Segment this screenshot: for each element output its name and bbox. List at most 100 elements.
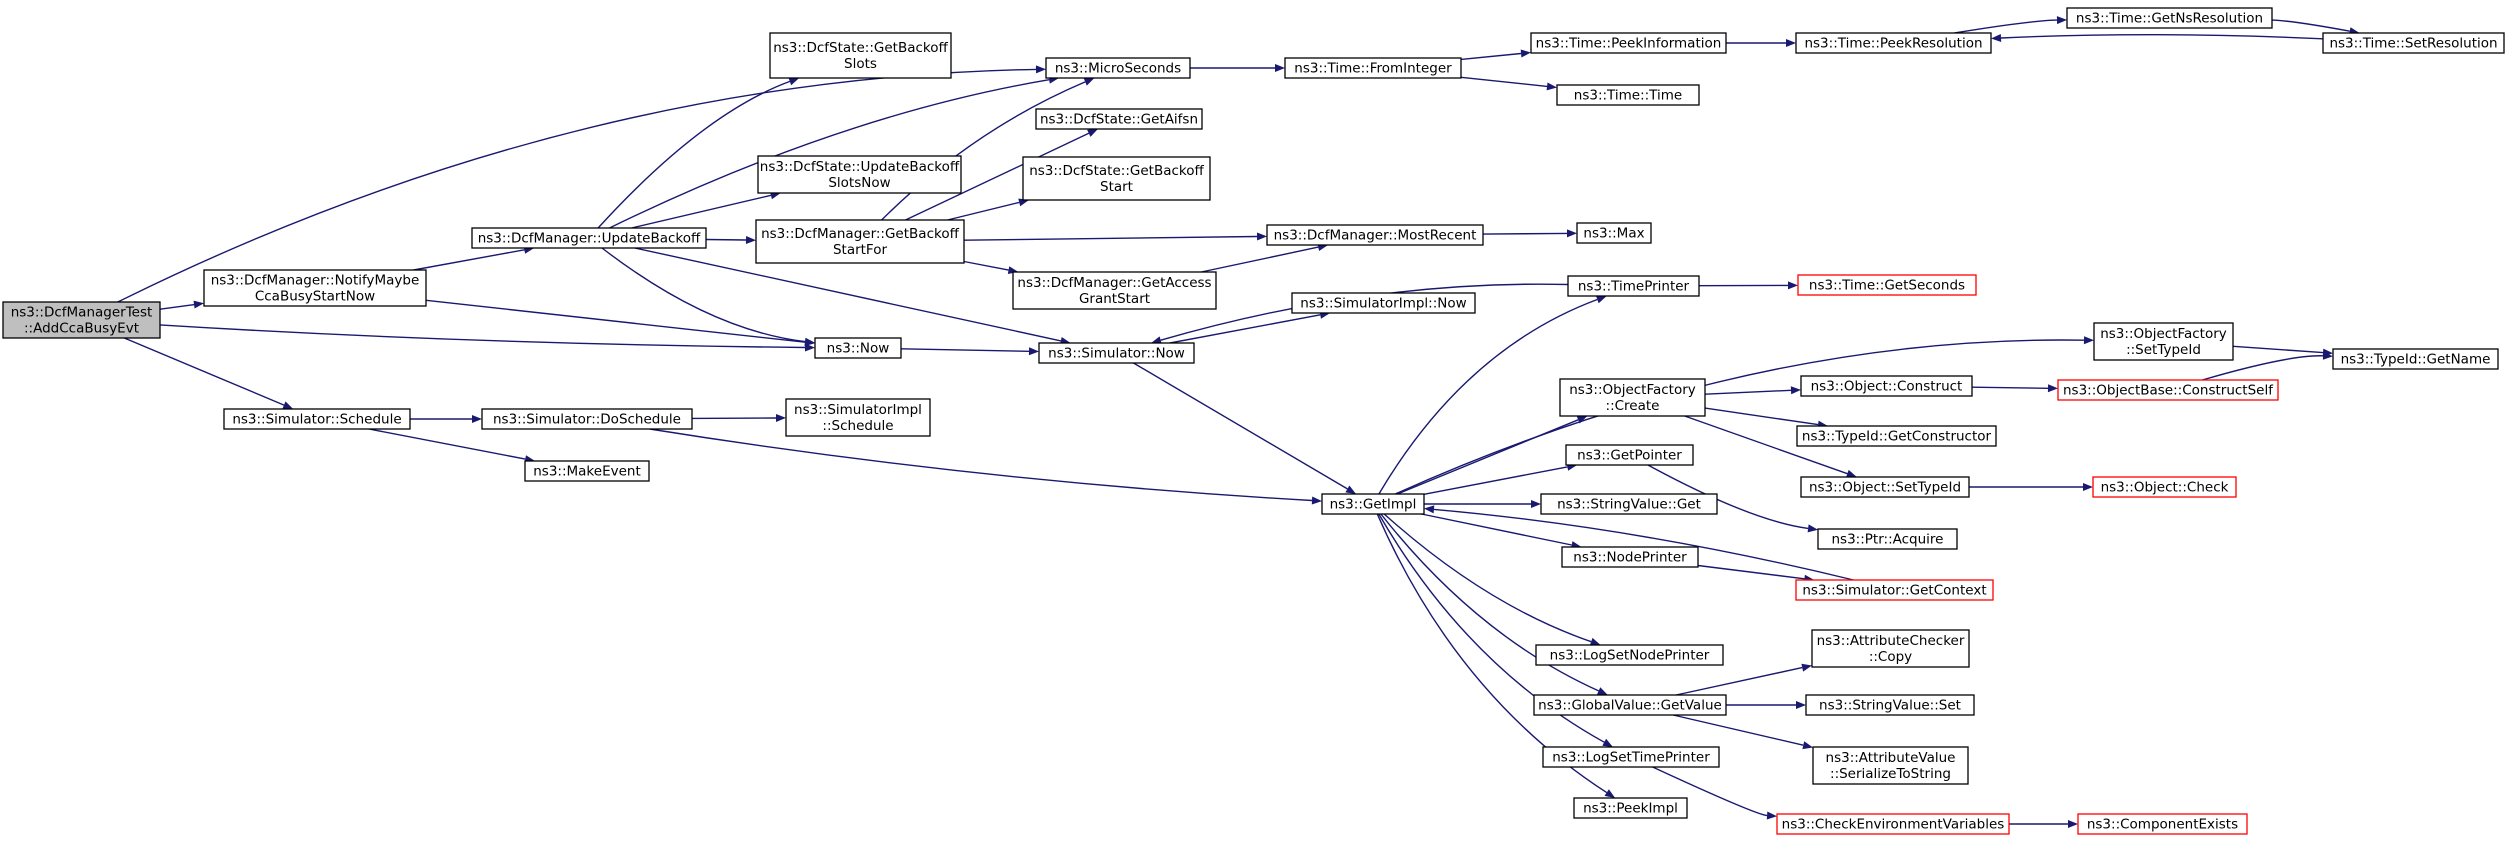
node-logtimeprinter[interactable]: ns3::LogSetTimePrinter [1542, 746, 1720, 768]
arrowhead-icon [2056, 16, 2067, 25]
call-edge-dosched-to-implsched [691, 414, 786, 422]
node-strset[interactable]: ns3::StringValue::Set [1805, 694, 1975, 716]
node-timetime[interactable]: ns3::Time::Time [1556, 84, 1700, 106]
node-setres[interactable]: ns3::Time::SetResolution [2322, 32, 2505, 54]
node-label: ::AddCcaBusyEvt [24, 321, 139, 337]
node-peekinfo[interactable]: ns3::Time::PeekInformation [1530, 32, 1727, 54]
node-label: ns3::DcfManager::MostRecent [1274, 228, 1477, 244]
node-objcheck[interactable]: ns3::Object::Check [2092, 476, 2237, 498]
call-edge-ofcreate-to-objsettype [1684, 415, 1857, 478]
node-label: ns3::StringValue::Set [1819, 698, 1961, 714]
node-construct[interactable]: ns3::Object::Construct [1800, 375, 1973, 397]
node-label: ns3::Time::FromInteger [1294, 61, 1452, 77]
node-fromint[interactable]: ns3::Time::FromInteger [1284, 57, 1462, 79]
node-label: ns3::Object::SetTypeId [1809, 480, 1961, 496]
node-nodeprinter[interactable]: ns3::NodePrinter [1561, 546, 1699, 568]
call-edge-recent-to-max [1482, 229, 1577, 238]
arrowhead-icon [1345, 485, 1356, 494]
arrowhead-icon [1786, 39, 1796, 47]
node-acquire[interactable]: ns3::Ptr::Acquire [1817, 528, 1958, 550]
node-aifsn[interactable]: ns3::DcfState::GetAifsn [1035, 108, 1203, 130]
node-label: ns3::Simulator::DoSchedule [493, 412, 681, 428]
call-edge-checkenv-to-compexists [2009, 820, 2078, 828]
node-label: ns3::ObjectFactory [1569, 382, 1696, 398]
arrowhead-icon [1604, 789, 1616, 798]
arrowhead-icon [1087, 129, 1098, 137]
arrowhead-icon [1546, 82, 1557, 91]
call-edge-root-to-schedule [124, 337, 294, 409]
node-now[interactable]: ns3::Now [814, 337, 902, 359]
node-notify[interactable]: ns3::DcfManager::NotifyMaybeCcaBusyStart… [203, 269, 427, 307]
node-getcontext[interactable]: ns3::Simulator::GetContext [1795, 579, 1994, 601]
node-label: ns3::PeekImpl [1583, 801, 1678, 817]
node-strget[interactable]: ns3::StringValue::Get [1540, 493, 1718, 515]
node-max[interactable]: ns3::Max [1576, 222, 1652, 244]
node-getns[interactable]: ns3::Time::GetNsResolution [2066, 7, 2273, 29]
node-peekres[interactable]: ns3::Time::PeekResolution [1795, 32, 1992, 54]
arrowhead-icon [1520, 49, 1531, 58]
node-avser[interactable]: ns3::AttributeValue::SerializeToString [1812, 746, 1969, 785]
node-update[interactable]: ns3::DcfManager::UpdateBackoff [471, 227, 707, 249]
call-edge-getimpl-to-logtimeprinter [1378, 513, 1613, 747]
node-implsched[interactable]: ns3::SimulatorImpl::Schedule [785, 398, 931, 437]
node-micro[interactable]: ns3::MicroSeconds [1045, 57, 1191, 79]
node-label: ns3::ObjectBase::ConstructSelf [2063, 383, 2274, 399]
arrowhead-icon [282, 401, 294, 409]
node-accopy[interactable]: ns3::AttributeChecker::Copy [1811, 629, 1970, 668]
node-compexists[interactable]: ns3::ComponentExists [2077, 813, 2248, 835]
call-edge-update-to-now [601, 247, 815, 346]
node-recent[interactable]: ns3::DcfManager::MostRecent [1266, 224, 1484, 246]
arrowhead-icon [1151, 336, 1162, 345]
node-label: ns3::DcfManager::NotifyMaybe [211, 273, 420, 289]
call-edge-update-to-gbsf [705, 236, 756, 244]
node-label: ns3::DcfManager::UpdateBackoff [478, 231, 701, 247]
node-label: ns3::DcfManager::GetBackoff [761, 226, 959, 242]
arrowhead-icon [1531, 500, 1541, 508]
call-edge-fromint-to-peekinfo [1460, 49, 1531, 61]
node-label: ns3::CheckEnvironmentVariables [1782, 817, 2005, 833]
node-label: ns3::AttributeChecker [1817, 633, 1965, 649]
node-getpointer[interactable]: ns3::GetPointer [1565, 444, 1694, 466]
node-objsettype[interactable]: ns3::Object::SetTypeId [1800, 476, 1970, 498]
node-root: ns3::DcfManagerTest::AddCcaBusyEvt [2, 301, 161, 339]
call-edge-access-to-recent [1201, 243, 1329, 273]
arrowhead-icon [804, 337, 815, 346]
node-schedule[interactable]: ns3::Simulator::Schedule [223, 408, 411, 430]
node-gvget[interactable]: ns3::GlobalValue::GetValue [1533, 694, 1727, 716]
arrowhead-icon [2083, 336, 2094, 345]
node-implnow[interactable]: ns3::SimulatorImpl::Now [1291, 292, 1476, 314]
node-simnow[interactable]: ns3::Simulator::Now [1038, 342, 1195, 364]
node-peekimpl[interactable]: ns3::PeekImpl [1573, 797, 1688, 819]
node-checkenv[interactable]: ns3::CheckEnvironmentVariables [1776, 813, 2010, 835]
call-edge-schedule-to-makeevent [368, 428, 536, 463]
node-makeevent[interactable]: ns3::MakeEvent [524, 460, 650, 482]
node-label: ns3::ObjectFactory [2100, 326, 2227, 342]
node-getseconds[interactable]: ns3::Time::GetSeconds [1797, 274, 1977, 296]
node-lognodeprinter[interactable]: ns3::LogSetNodePrinter [1535, 644, 1724, 666]
node-timeprinter[interactable]: ns3::TimePrinter [1567, 275, 1700, 297]
arrowhead-icon [776, 414, 786, 422]
call-edge-getpointer-to-acquire [1647, 464, 1818, 533]
call-edge-micro-to-fromint [1190, 64, 1285, 72]
call-edge-update-to-getboslots [597, 77, 800, 229]
node-ofcreate[interactable]: ns3::ObjectFactory::Create [1559, 378, 1706, 417]
node-getimpl[interactable]: ns3::GetImpl [1321, 493, 1425, 515]
node-label: ns3::Object::Construct [1811, 379, 1963, 395]
node-label: ns3::DcfState::GetAifsn [1040, 112, 1198, 128]
node-dosched[interactable]: ns3::Simulator::DoSchedule [481, 408, 693, 430]
node-label: ns3::Time::GetSeconds [1809, 278, 1965, 294]
node-ofsettype[interactable]: ns3::ObjectFactory::SetTypeId [2093, 322, 2234, 361]
node-getctor[interactable]: ns3::TypeId::GetConstructor [1796, 425, 1997, 447]
node-getname[interactable]: ns3::TypeId::GetName [2332, 348, 2499, 370]
node-label: ns3::Simulator::GetContext [1802, 583, 1986, 599]
node-label: ns3::DcfState::UpdateBackoff [760, 159, 960, 175]
call-edge-setres-to-peekres [1991, 34, 2324, 42]
arrowhead-icon [788, 77, 800, 86]
node-constructself[interactable]: ns3::ObjectBase::ConstructSelf [2057, 379, 2279, 401]
call-edge-getimpl-to-timeprinter [1378, 295, 1607, 495]
